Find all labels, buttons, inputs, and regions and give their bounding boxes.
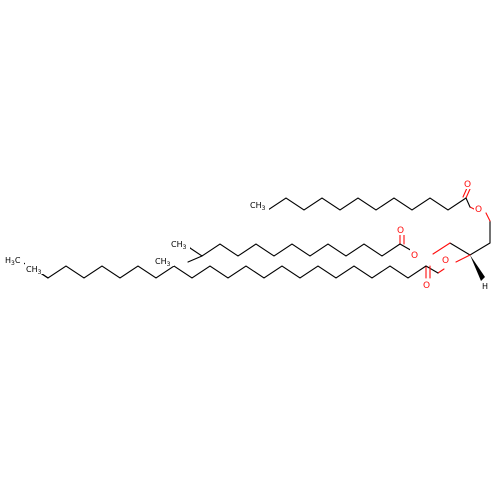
carbonyl-oxygen-2: O — [397, 226, 404, 236]
branch-methyl-2: CH3 — [171, 240, 187, 251]
stereo-wedge — [470, 255, 485, 281]
bond-co-1b — [462, 187, 468, 198]
bond-c1-c2 — [469, 242, 491, 256]
bond-o3 — [455, 254, 471, 263]
ester-oxygen-3: O — [442, 256, 449, 266]
chain-1-backbone — [261, 197, 467, 211]
terminal-methyl-1: CH3 — [250, 201, 266, 212]
terminal-methyl-3: H3C — [5, 256, 21, 267]
ester-oxygen-2: O — [411, 251, 418, 261]
chain-3-backbone — [35, 265, 427, 279]
branch-methyl-3: CH3 — [26, 265, 42, 276]
atom-labels: O O CH3 O O CH3 CH3 O O H3C CH3 — [4, 178, 488, 291]
bond-c2-c3 — [449, 242, 471, 256]
chain-2-branch-a — [187, 255, 203, 263]
bond-o1 — [485, 212, 491, 222]
glycerol-backbone — [449, 220, 491, 281]
bond-co-1a — [465, 188, 471, 199]
bond-o3-c — [437, 268, 445, 274]
acyl-chain-1 — [261, 187, 491, 222]
bond-carbonyl-1 — [465, 197, 471, 208]
ester-oxygen-1: O — [475, 205, 482, 215]
acyl-chain-3 — [19, 254, 471, 279]
carbonyl-oxygen-1: O — [464, 180, 471, 190]
carbonyl-oxygen-3: O — [423, 281, 430, 291]
bond-o2 — [432, 242, 451, 255]
stereo-hydrogen: H — [482, 282, 488, 291]
bond-carbonyl-3 — [425, 265, 439, 274]
chain-2-backbone — [189, 243, 401, 257]
terminal-methyl-2: CH3 — [155, 257, 171, 268]
